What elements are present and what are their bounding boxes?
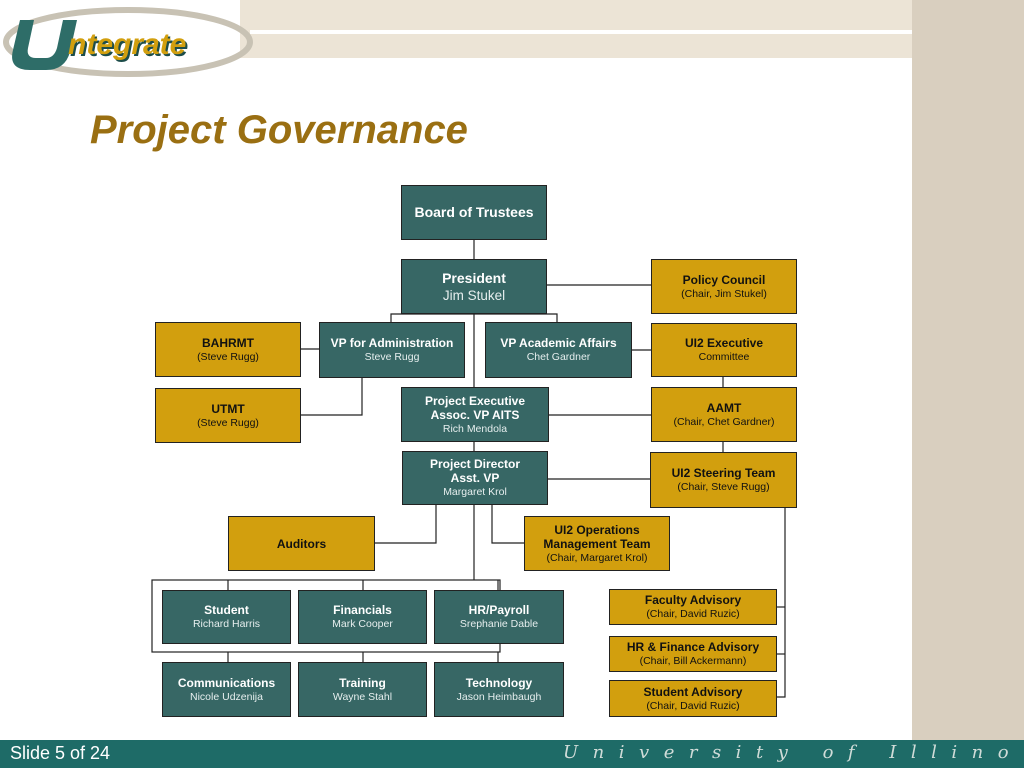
ui2-operations-title: UI2 Operations xyxy=(554,522,640,537)
president-name: Jim Stukel xyxy=(442,287,506,303)
faculty-advisory-chair: (Chair, David Ruzic) xyxy=(646,608,740,620)
board-of-trustees-box: Board of Trustees xyxy=(401,185,547,240)
hr-payroll-box: HR/Payroll Srephanie Dable xyxy=(434,590,564,644)
ui2-executive-box: UI2 Executive Committee xyxy=(651,323,797,377)
financials-box: Financials Mark Cooper xyxy=(298,590,427,644)
hr-finance-advisory-box: HR & Finance Advisory (Chair, Bill Acker… xyxy=(609,636,777,672)
project-director-box: Project Director Asst. VP Margaret Krol xyxy=(402,451,548,505)
vp-administration-title: VP for Administration xyxy=(330,336,454,350)
board-title: Board of Trustees xyxy=(414,204,534,220)
policy-council-chair: (Chair, Jim Stukel) xyxy=(681,287,767,300)
uintegrate-logo: ntegrate ntegrate xyxy=(3,7,253,77)
auditors-title: Auditors xyxy=(276,536,327,551)
project-executive-subtitle: Assoc. VP AITS xyxy=(430,407,520,422)
aamt-sub: (Chair, Chet Gardner) xyxy=(673,415,775,428)
footer-bar: Slide 5 of 24 University of Illinois xyxy=(0,740,1024,768)
policy-council-title: Policy Council xyxy=(682,272,766,287)
header-band xyxy=(240,0,912,58)
student-advisory-title: Student Advisory xyxy=(643,684,743,699)
ui2-operations-subtitle: Management Team xyxy=(543,536,651,551)
vp-administration-name: Steve Rugg xyxy=(364,351,420,363)
ui2-steering-team-title: UI2 Steering Team xyxy=(671,466,776,480)
university-name: University of Illinois xyxy=(563,742,1024,763)
communications-title: Communications xyxy=(177,675,276,690)
ui2-executive-title: UI2 Executive xyxy=(684,336,764,350)
faculty-advisory-title: Faculty Advisory xyxy=(644,593,742,607)
ui2-steering-team-chair: (Chair, Steve Rugg) xyxy=(677,481,770,493)
bahrmt-sub: (Steve Rugg) xyxy=(197,350,259,363)
svg-text:ntegrate: ntegrate xyxy=(68,28,186,61)
utmt-title: UTMT xyxy=(211,401,245,416)
vp-academic-affairs-title: VP Academic Affairs xyxy=(500,336,617,350)
faculty-advisory-box: Faculty Advisory (Chair, David Ruzic) xyxy=(609,589,777,625)
student-name: Richard Harris xyxy=(192,618,261,630)
bahrmt-box: BAHRMT (Steve Rugg) xyxy=(155,322,301,377)
project-director-name: Margaret Krol xyxy=(443,486,507,498)
project-executive-name: Rich Mendola xyxy=(442,422,508,435)
project-executive-title: Project Executive xyxy=(424,393,526,408)
student-box: Student Richard Harris xyxy=(162,590,291,644)
ui2-operations-chair: (Chair, Margaret Krol) xyxy=(546,551,648,564)
technology-title: Technology xyxy=(465,675,533,690)
ui2-steering-team-box: UI2 Steering Team (Chair, Steve Rugg) xyxy=(650,452,797,508)
student-advisory-box: Student Advisory (Chair, David Ruzic) xyxy=(609,680,777,717)
hr-payroll-name: Srephanie Dable xyxy=(459,618,539,630)
side-panel xyxy=(912,0,1024,740)
technology-name: Jason Heimbaugh xyxy=(456,690,542,703)
header-stripe xyxy=(250,30,1024,34)
vp-academic-affairs-name: Chet Gardner xyxy=(526,351,591,363)
training-box: Training Wayne Stahl xyxy=(298,662,427,717)
policy-council-box: Policy Council (Chair, Jim Stukel) xyxy=(651,259,797,314)
training-title: Training xyxy=(339,675,386,690)
hr-finance-advisory-title: HR & Finance Advisory xyxy=(626,640,760,654)
training-name: Wayne Stahl xyxy=(332,690,393,703)
bahrmt-title: BAHRMT xyxy=(202,335,254,350)
hr-finance-advisory-chair: (Chair, Bill Ackermann) xyxy=(639,655,747,667)
president-title: President xyxy=(442,269,506,286)
ui2-operations-box: UI2 Operations Management Team (Chair, M… xyxy=(524,516,670,571)
hr-payroll-title: HR/Payroll xyxy=(468,603,530,617)
project-director-title: Project Director xyxy=(429,457,521,471)
student-advisory-chair: (Chair, David Ruzic) xyxy=(646,699,740,712)
slide-title: Project Governance xyxy=(90,108,468,152)
vp-administration-box: VP for Administration Steve Rugg xyxy=(319,322,465,378)
aamt-box: AAMT (Chair, Chet Gardner) xyxy=(651,387,797,442)
student-title: Student xyxy=(204,603,249,617)
project-executive-box: Project Executive Assoc. VP AITS Rich Me… xyxy=(401,387,549,442)
utmt-sub: (Steve Rugg) xyxy=(197,416,259,429)
communications-name: Nicole Udzenija xyxy=(190,690,263,703)
technology-box: Technology Jason Heimbaugh xyxy=(434,662,564,717)
slide-number: Slide 5 of 24 xyxy=(10,743,111,763)
project-director-subtitle: Asst. VP xyxy=(450,471,500,485)
utmt-box: UTMT (Steve Rugg) xyxy=(155,388,301,443)
president-box: President Jim Stukel xyxy=(401,259,547,314)
communications-box: Communications Nicole Udzenija xyxy=(162,662,291,717)
svg-text:ntegrate: ntegrate xyxy=(70,30,188,63)
financials-title: Financials xyxy=(333,603,392,617)
financials-name: Mark Cooper xyxy=(332,618,393,630)
aamt-title: AAMT xyxy=(706,400,742,415)
vp-academic-affairs-box: VP Academic Affairs Chet Gardner xyxy=(485,322,632,378)
auditors-box: Auditors xyxy=(228,516,375,571)
ui2-executive-sub: Committee xyxy=(698,351,750,363)
